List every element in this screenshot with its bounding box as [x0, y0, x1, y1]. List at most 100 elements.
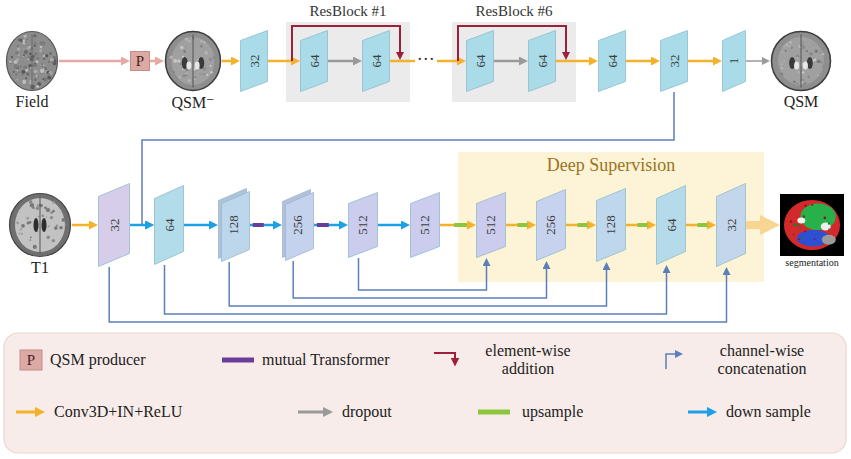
texture-dot: [40, 41, 44, 45]
feature-map: 64: [656, 185, 686, 265]
texture-dot: [802, 42, 803, 43]
texture-dot: [820, 235, 821, 236]
feature-map: 64: [154, 185, 184, 265]
connectors: [59, 61, 770, 322]
texture-dot: [19, 230, 20, 231]
texture-dot: [209, 65, 211, 67]
texture-dot: [28, 56, 31, 59]
texture-dot: [180, 63, 182, 65]
channel-count: 128: [226, 215, 242, 235]
texture-dot: [50, 58, 54, 62]
image-caption: segmentation: [785, 257, 838, 268]
box-letter: P: [136, 53, 144, 70]
feature-map: 64: [362, 30, 390, 92]
channel-count: 64: [368, 55, 384, 68]
texture-dot: [24, 35, 26, 37]
texture-dot: [42, 78, 44, 80]
texture-dot: [22, 80, 26, 84]
brain-outline: [772, 32, 831, 91]
image-thumbnail: segmentation: [780, 194, 844, 256]
channel-count: 32: [666, 55, 682, 68]
region-title: Deep Supervision: [547, 155, 675, 176]
texture-dot: [204, 51, 208, 55]
texture-dot: [26, 39, 27, 40]
brain-outline: [7, 32, 58, 91]
texture-dot: [785, 50, 787, 52]
texture-dot: [815, 50, 818, 53]
segment-region: [822, 235, 836, 245]
texture-dot: [34, 53, 37, 56]
texture-dot: [814, 59, 816, 61]
texture-dot: [35, 60, 38, 63]
texture-dot: [781, 67, 783, 69]
texture-dot: [43, 57, 46, 60]
texture-dot: [23, 42, 26, 45]
connector-arrow: [626, 224, 652, 227]
feature-map-front: [537, 190, 566, 261]
connector-arrow: [556, 60, 594, 63]
texture-dot: [53, 210, 54, 211]
texture-dot: [29, 200, 33, 204]
group-title: ResBlock #6: [475, 3, 552, 20]
texture-dot: [173, 71, 175, 73]
texture-dot: [24, 50, 28, 54]
texture-dot: [16, 70, 18, 72]
texture-dot: [43, 78, 47, 82]
texture-dot: [797, 71, 799, 73]
channel-count: 64: [604, 55, 620, 68]
image-thumbnail: QSM: [770, 30, 832, 92]
brain-image: [770, 30, 832, 92]
transformer-sample: [222, 358, 254, 363]
texture-dot: [33, 245, 37, 249]
texture-dot: [813, 44, 814, 45]
texture-dot: [9, 61, 12, 64]
channel-count: 256: [543, 215, 559, 235]
texture-dot: [54, 226, 58, 230]
channel-count: 64: [534, 55, 550, 68]
image-caption: QSM⁻: [171, 93, 214, 112]
texture-dot: [17, 222, 20, 225]
texture-dot: [821, 61, 823, 63]
connector-arrow: [688, 60, 718, 63]
texture-dot: [42, 215, 45, 218]
feature-map: 128: [218, 188, 250, 262]
upsample-sample: [478, 410, 510, 415]
texture-dot: [14, 60, 18, 64]
connector-arrow: [130, 224, 150, 227]
texture-dot: [22, 74, 24, 76]
connector-arrow: [150, 60, 160, 63]
texture-dot: [43, 64, 45, 66]
texture-dot: [204, 73, 205, 74]
texture-dot: [23, 36, 25, 38]
segment-region: [821, 222, 831, 230]
texture-dot: [11, 56, 13, 58]
texture-dot: [56, 225, 58, 227]
texture-dot: [785, 43, 788, 46]
texture-dot: [23, 48, 25, 50]
brain-image: [5, 30, 59, 92]
brain-outline: [10, 194, 71, 257]
texture-dot: [802, 71, 804, 73]
texture-dot: [33, 34, 37, 38]
channel-count: 1: [726, 58, 742, 65]
texture-dot: [781, 63, 783, 65]
feature-map: 512: [476, 192, 506, 258]
image-thumbnail: QSM⁻: [164, 30, 222, 92]
feature-map: 128: [596, 188, 626, 262]
feature-map-front: [155, 186, 184, 265]
feature-map-front: [597, 189, 626, 262]
texture-dot: [15, 51, 18, 54]
segment-region: [784, 200, 840, 250]
channel-count: 256: [290, 215, 306, 235]
deep-nucleus: [789, 57, 795, 69]
texture-dot: [783, 60, 785, 62]
texture-dot: [803, 82, 807, 86]
texture-dot: [18, 54, 20, 56]
feature-map-front: [599, 31, 626, 92]
texture-dot: [204, 42, 206, 44]
texture-dot: [206, 74, 208, 76]
texture-dot: [34, 78, 37, 81]
texture-dot: [805, 205, 807, 207]
connector-arrow: [314, 224, 344, 227]
texture-dot: [788, 45, 790, 47]
